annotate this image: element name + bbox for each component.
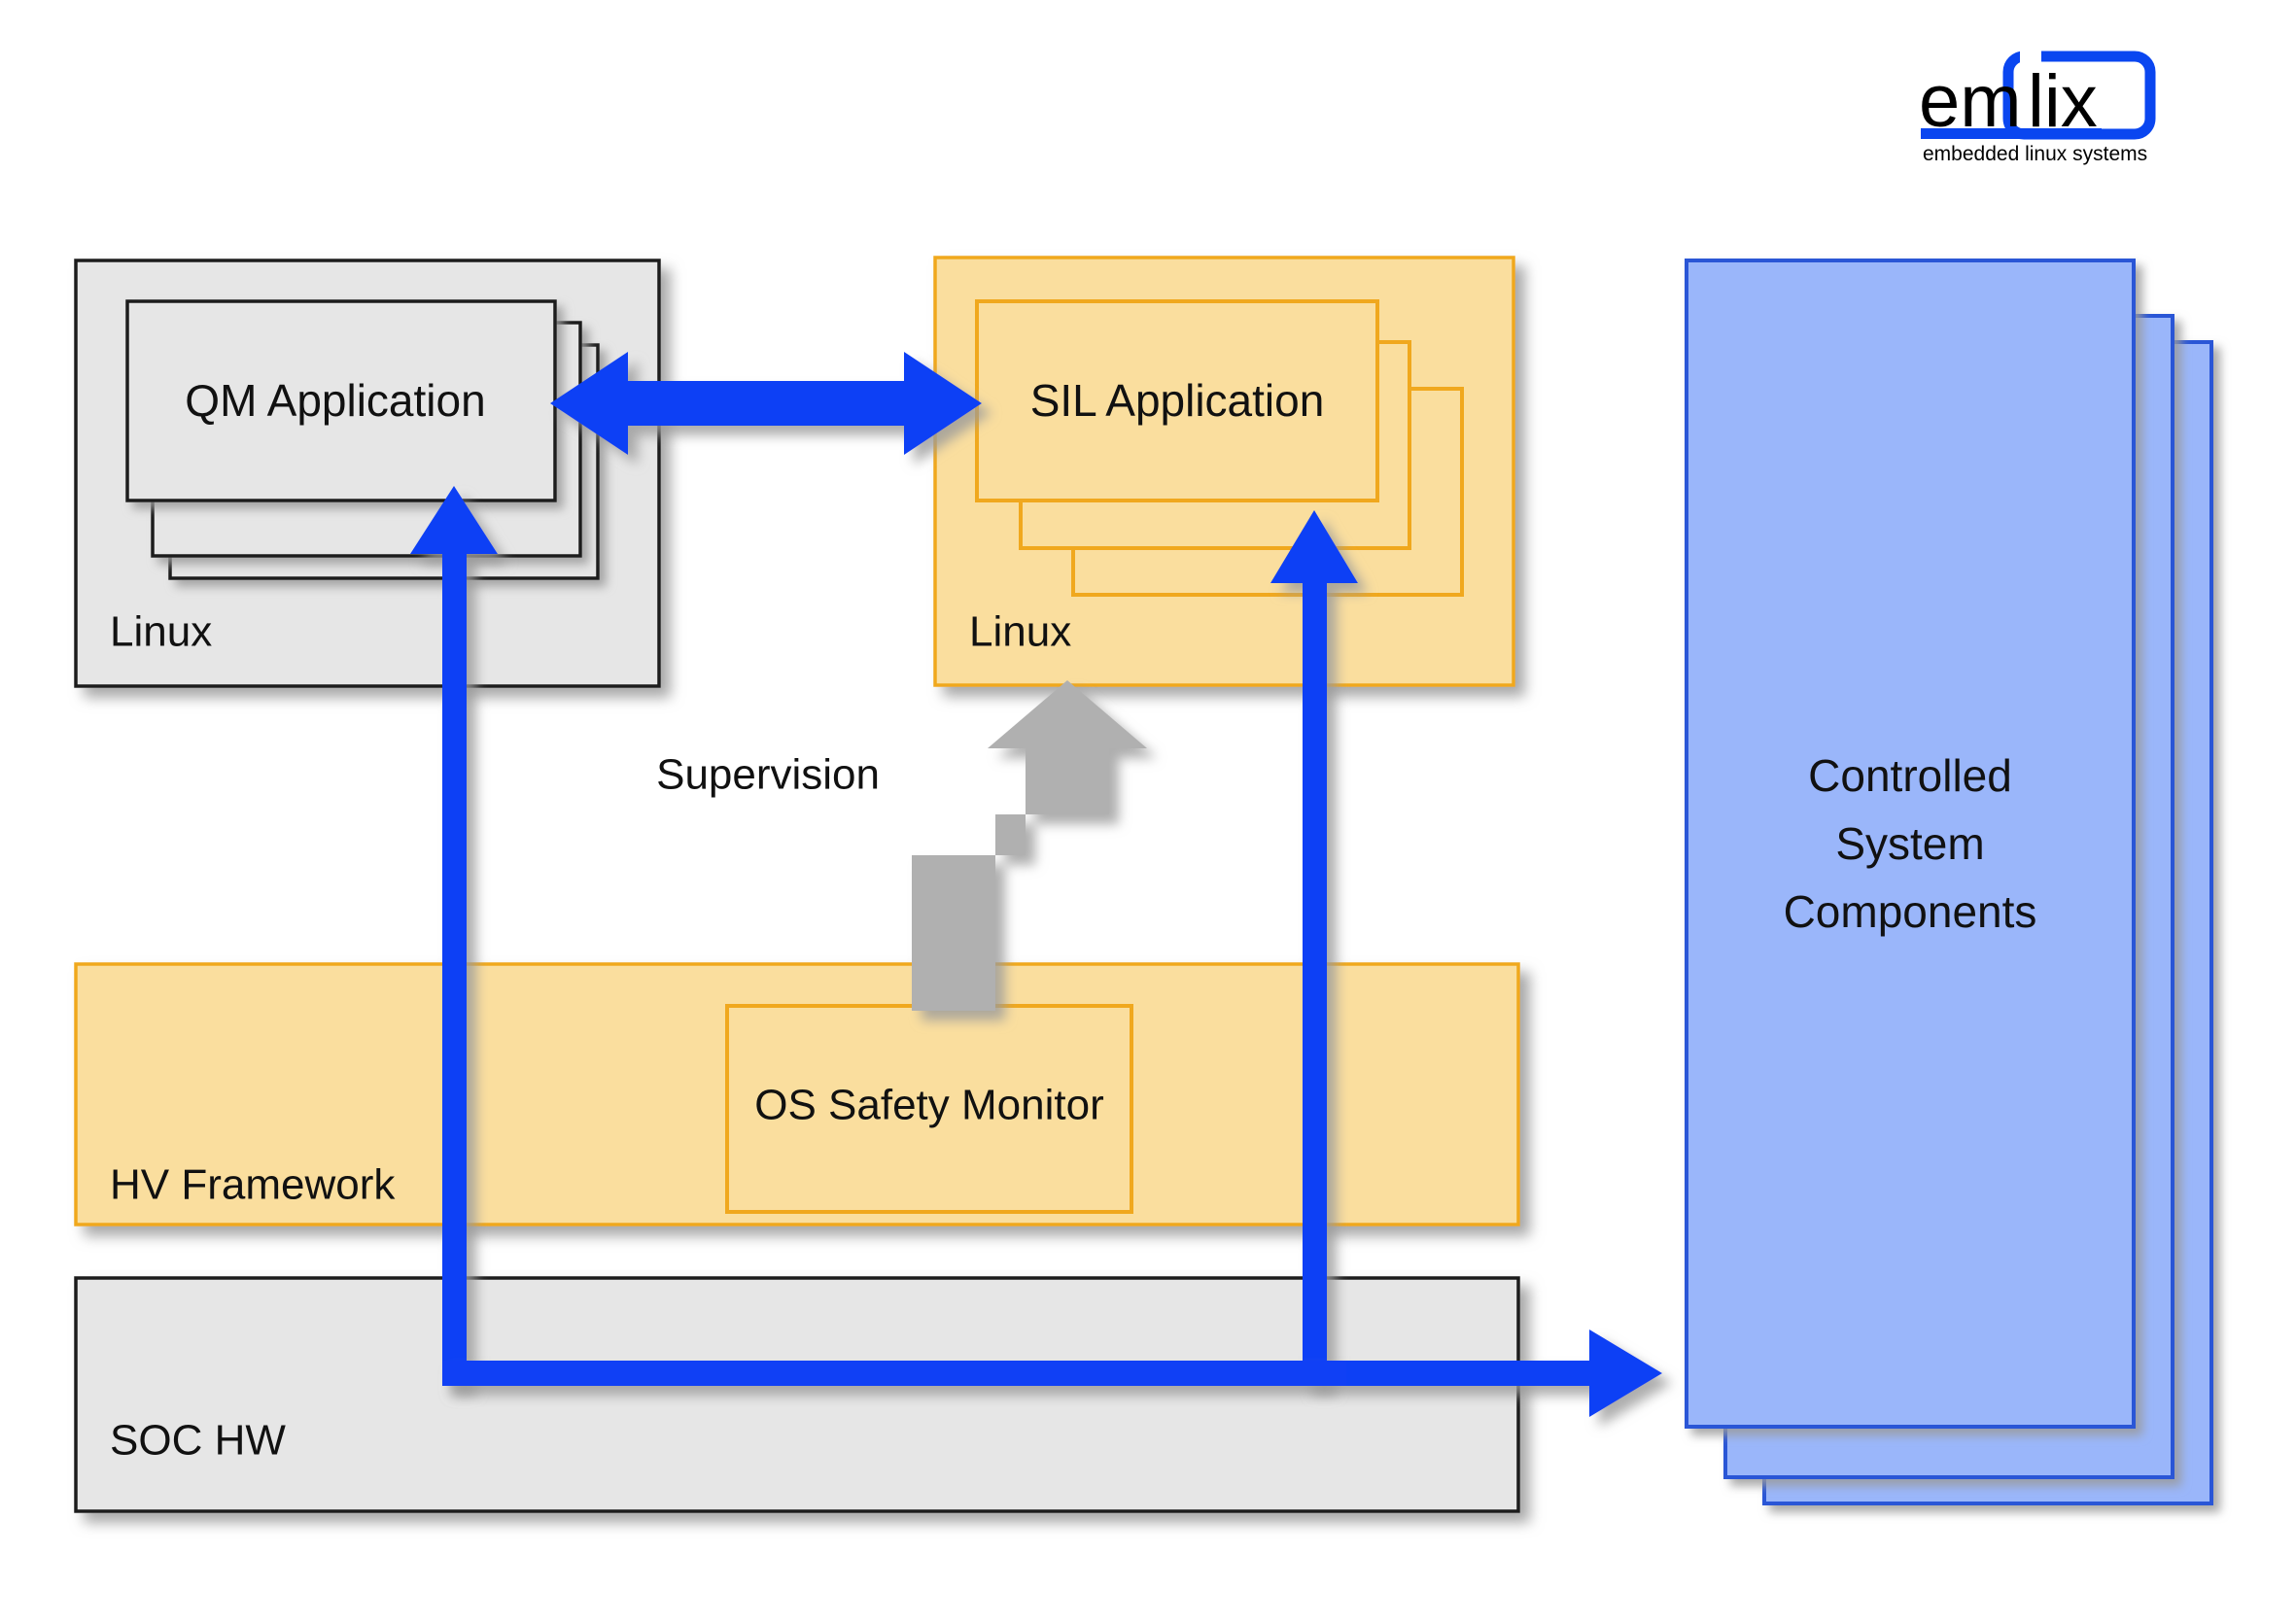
qm-application-stack: QM Application [125,299,600,580]
soc-bus-rail [442,1361,1346,1386]
ipc-arrow-shape [550,352,982,455]
sil-os-label: Linux [969,608,1071,656]
emlix-logo: em lix embedded linux systems [1884,51,2166,167]
qm-hw-arrow-shape [410,486,498,1385]
controlled-system-card-front[interactable]: Controlled System Components [1685,259,2136,1429]
emlix-tagline: embedded linux systems [1923,143,2147,165]
emlix-logo-svg: em lix embedded linux systems [1919,51,2156,165]
soc-hw-band: SOC HW [74,1276,1520,1513]
controlled-system-line2: System [1835,818,1984,869]
os-safety-monitor[interactable]: OS Safety Monitor [725,1004,1133,1214]
qm-application-rect[interactable] [125,299,557,502]
supervision-label: Supervision [656,751,880,799]
controlled-system-line3: Components [1784,886,2037,937]
soc-hw-rect [74,1276,1520,1513]
qm-hw-arrow [410,486,498,1385]
qm-os-label: Linux [110,608,212,656]
emlix-logo-underline [1921,128,2102,139]
sil-application-rect[interactable] [975,299,1379,502]
sil-application-card-front[interactable]: SIL Application [975,299,1379,502]
emlix-logo-notch [2020,51,2041,80]
controlled-system-stack: Controlled System Components [1685,259,2213,1505]
sil-application-stack: SIL Application [975,299,1464,597]
sil-application-label: SIL Application [1030,375,1325,426]
qm-application-card-front[interactable]: QM Application [125,299,557,502]
sil-hw-arrow-shape [1270,510,1358,1385]
controlled-system-rect[interactable] [1685,259,2136,1429]
ipc-arrow [550,352,982,455]
supervision-arrow-shape [912,680,1147,1011]
emlix-wordmark-em: em [1919,60,2022,143]
soc-hw-label: SOC HW [110,1417,286,1465]
supervision-arrow [912,680,1147,1011]
qm-application-label: QM Application [185,375,485,426]
sil-hw-arrow [1270,510,1358,1385]
os-safety-monitor-label: OS Safety Monitor [754,1082,1103,1129]
controlled-system-line1: Controlled [1808,750,2012,801]
hv-framework-label: HV Framework [110,1161,396,1209]
emlix-wordmark-lix: lix [2028,60,2098,143]
